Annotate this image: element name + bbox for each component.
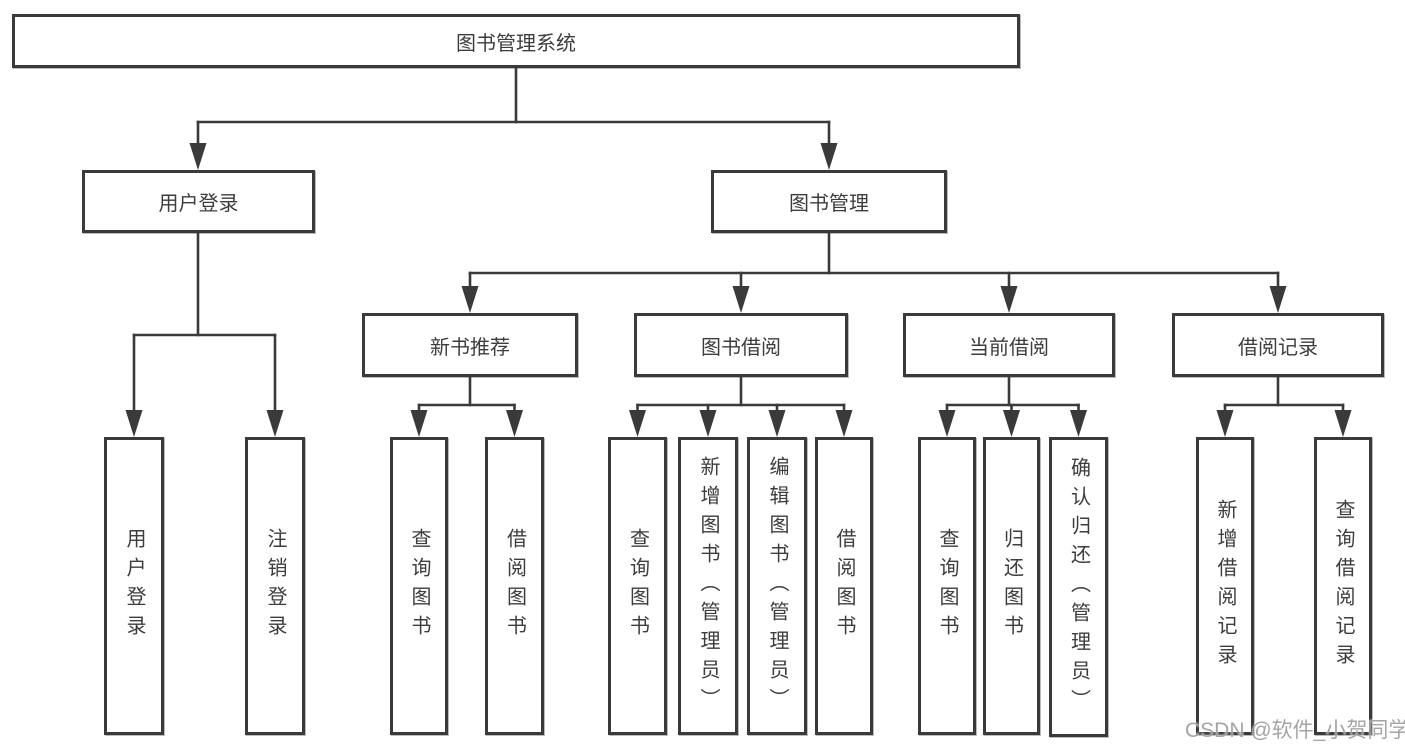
node-label: 当前借阅 [969,336,1049,359]
node-label: 新书推荐 [430,336,510,359]
node-label: 新增借阅记录 [1214,499,1236,673]
node-confirm-return-admin: 确认归还（管理员） [1049,437,1108,737]
node-label: 借阅图书 [503,528,526,644]
node-label: 新增图书（管理员） [697,455,719,717]
node-user-login-group: 用户登录 [82,170,315,233]
node-label: 编辑图书（管理员） [766,455,788,717]
node-book-borrowing: 图书借阅 [634,313,848,377]
node-user-login: 用户登录 [104,437,164,735]
node-add-borrow-record: 新增借阅记录 [1196,437,1254,735]
node-return-books: 归还图书 [983,437,1040,735]
node-library-management-system: 图书管理系统 [12,14,1020,68]
node-label: 确认归还（管理员） [1067,456,1090,718]
csdn-watermark: CSDN @软件_小贺同学 [1185,719,1405,742]
node-borrowing-records: 借阅记录 [1172,313,1384,377]
node-label: 查询图书 [408,528,430,644]
node-label: 查询借阅记录 [1332,499,1354,673]
node-query-borrow-record: 查询借阅记录 [1314,437,1372,735]
node-borrow-books: 借阅图书 [485,437,544,735]
node-label: 借阅图书 [833,528,855,644]
node-query-books: 查询图书 [608,437,667,735]
node-label: 查询图书 [626,528,649,644]
node-logout: 注销登录 [245,437,305,735]
node-label: 查询图书 [936,528,958,644]
node-label: 用户登录 [123,528,145,644]
node-label: 归还图书 [1000,528,1023,644]
node-new-book-recommendation: 新书推荐 [362,313,578,377]
node-query-books: 查询图书 [390,437,448,735]
node-label: 借阅记录 [1238,336,1318,359]
node-label: 图书借阅 [701,336,781,359]
node-label: 用户登录 [158,193,239,215]
node-current-borrowing: 当前借阅 [903,313,1115,377]
node-query-books: 查询图书 [918,437,976,735]
node-edit-books-admin: 编辑图书（管理员） [747,437,807,735]
node-label: 图书管理 [789,193,869,215]
node-label: 注销登录 [264,528,286,644]
node-label: 图书管理系统 [456,32,576,55]
node-book-management: 图书管理 [711,170,947,233]
node-add-books-admin: 新增图书（管理员） [678,437,738,735]
node-borrow-books: 借阅图书 [815,437,873,735]
